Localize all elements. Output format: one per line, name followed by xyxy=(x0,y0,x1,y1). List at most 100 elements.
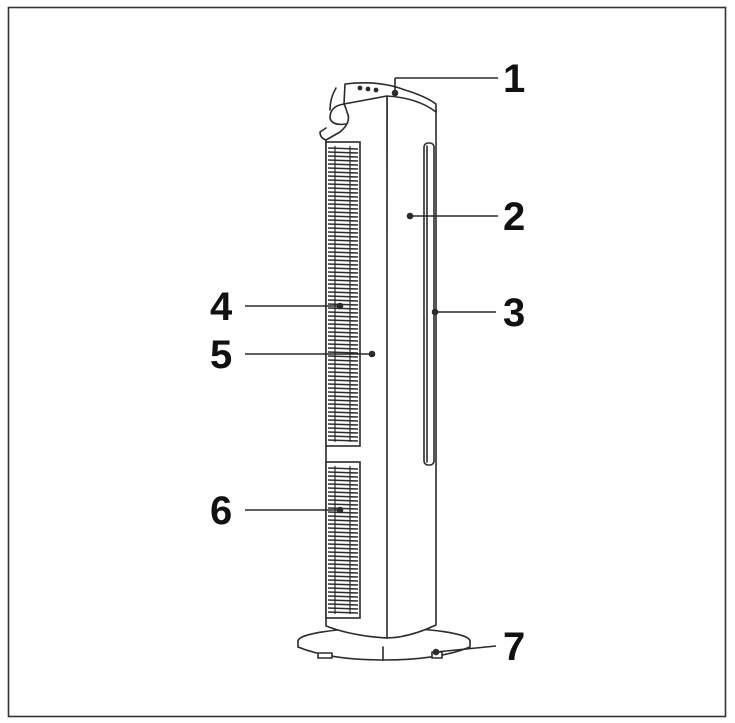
callout-7: 7 xyxy=(503,625,525,669)
leader-dot-2 xyxy=(406,212,414,220)
upper-grille-slat xyxy=(327,375,359,378)
upper-grille-slat xyxy=(327,359,359,362)
upper-grille-slat xyxy=(327,387,359,390)
lower-air-grille xyxy=(325,461,361,619)
upper-grille-slat xyxy=(327,399,359,402)
leader-dot-7 xyxy=(432,648,440,656)
lower-grille-slat xyxy=(327,539,359,542)
upper-grille-slat xyxy=(327,351,359,354)
lower-grille-slat xyxy=(327,583,359,586)
upper-grille-slat xyxy=(327,303,359,306)
upper-grille-slat xyxy=(327,231,359,234)
leader-dot-1 xyxy=(391,89,399,97)
upper-grille-slat xyxy=(327,391,359,394)
upper-grille-slat xyxy=(327,311,359,314)
lower-grille-slat xyxy=(327,495,359,498)
callout-3: 3 xyxy=(503,291,525,335)
lower-grille-slat xyxy=(327,499,359,502)
upper-grille-slat xyxy=(327,175,359,178)
lower-grille-slat xyxy=(327,503,359,506)
leader-dot-4 xyxy=(336,302,344,310)
upper-grille-slat xyxy=(327,171,359,174)
upper-grille-slat xyxy=(327,167,359,170)
upper-grille-slat xyxy=(327,299,359,302)
upper-grille-slat xyxy=(327,247,359,250)
leader-dot-6 xyxy=(336,506,344,514)
upper-grille-slat xyxy=(327,239,359,242)
callout-6: 6 xyxy=(210,489,232,533)
upper-grille-slat xyxy=(327,283,359,286)
base-foot-left xyxy=(317,652,333,659)
tower-fan-illustration xyxy=(297,82,471,661)
leader-line-7 xyxy=(435,645,497,653)
lower-grille-slat xyxy=(327,483,359,486)
lower-grille-slat xyxy=(327,519,359,522)
upper-grille-slat xyxy=(327,183,359,186)
upper-grille-slat xyxy=(327,179,359,182)
callout-2: 2 xyxy=(503,195,525,239)
upper-grille-slat xyxy=(327,335,359,338)
lower-grille-slat xyxy=(327,603,359,606)
upper-grille-slat xyxy=(327,243,359,246)
panel-dot-1 xyxy=(357,85,363,91)
lower-grille-slat xyxy=(327,595,359,598)
upper-grille-slat xyxy=(327,415,359,418)
lower-grille-slat xyxy=(327,547,359,550)
lower-grille-slat xyxy=(327,531,359,534)
front-light-strip xyxy=(423,142,435,466)
lower-grille-slat xyxy=(327,479,359,482)
leader-dot-3 xyxy=(431,308,439,316)
upper-grille-slat xyxy=(327,211,359,214)
lower-grille-slat xyxy=(327,507,359,510)
upper-grille-slat xyxy=(327,163,359,166)
upper-grille-slat xyxy=(327,275,359,278)
upper-grille-slat xyxy=(327,207,359,210)
callout-4: 4 xyxy=(210,285,233,329)
upper-grille-slat xyxy=(327,295,359,298)
upper-grille-slat xyxy=(327,215,359,218)
upper-grille-slat xyxy=(327,371,359,374)
upper-grille-slat xyxy=(327,155,359,158)
lower-grille-slat xyxy=(327,471,359,474)
handle-curve xyxy=(329,103,347,126)
upper-grille-slat xyxy=(327,259,359,262)
upper-grille-slat xyxy=(327,347,359,350)
lower-grille-slat xyxy=(327,563,359,566)
upper-grille-slat xyxy=(327,307,359,310)
callout-1: 1 xyxy=(503,57,525,101)
lower-grille-slat xyxy=(327,523,359,526)
lower-grille-slat xyxy=(327,491,359,494)
upper-grille-slat xyxy=(327,223,359,226)
upper-grille-slat xyxy=(327,195,359,198)
upper-grille-slat xyxy=(327,191,359,194)
upper-grille-slat xyxy=(327,255,359,258)
upper-grille-slat xyxy=(327,219,359,222)
upper-grille-slat xyxy=(327,423,359,426)
upper-grille-slat xyxy=(327,159,359,162)
upper-grille-slat xyxy=(327,379,359,382)
upper-grille-slat xyxy=(327,407,359,410)
leader-dot-5 xyxy=(368,350,376,358)
handle-bracket xyxy=(319,127,327,141)
upper-grille-slat xyxy=(327,367,359,370)
upper-grille-slat xyxy=(327,435,359,438)
upper-grille-slat xyxy=(327,403,359,406)
upper-grille-slat xyxy=(327,363,359,366)
leader-lines xyxy=(245,77,498,656)
upper-grille-slat xyxy=(327,427,359,430)
lower-grille-slat xyxy=(327,487,359,490)
callout-5: 5 xyxy=(210,333,232,377)
lower-grille-slat xyxy=(327,475,359,478)
lower-grille-slat xyxy=(327,567,359,570)
upper-grille-slat xyxy=(327,431,359,434)
upper-grille-slat xyxy=(327,267,359,270)
upper-grille-slat xyxy=(327,227,359,230)
lower-grille-slat xyxy=(327,543,359,546)
upper-grille-slat xyxy=(327,203,359,206)
upper-grille-slat xyxy=(327,199,359,202)
upper-air-grille xyxy=(325,141,361,447)
panel-dot-3 xyxy=(373,87,379,93)
lower-grille-slat xyxy=(327,551,359,554)
lower-grille-slat xyxy=(327,599,359,602)
upper-grille-slat xyxy=(327,287,359,290)
